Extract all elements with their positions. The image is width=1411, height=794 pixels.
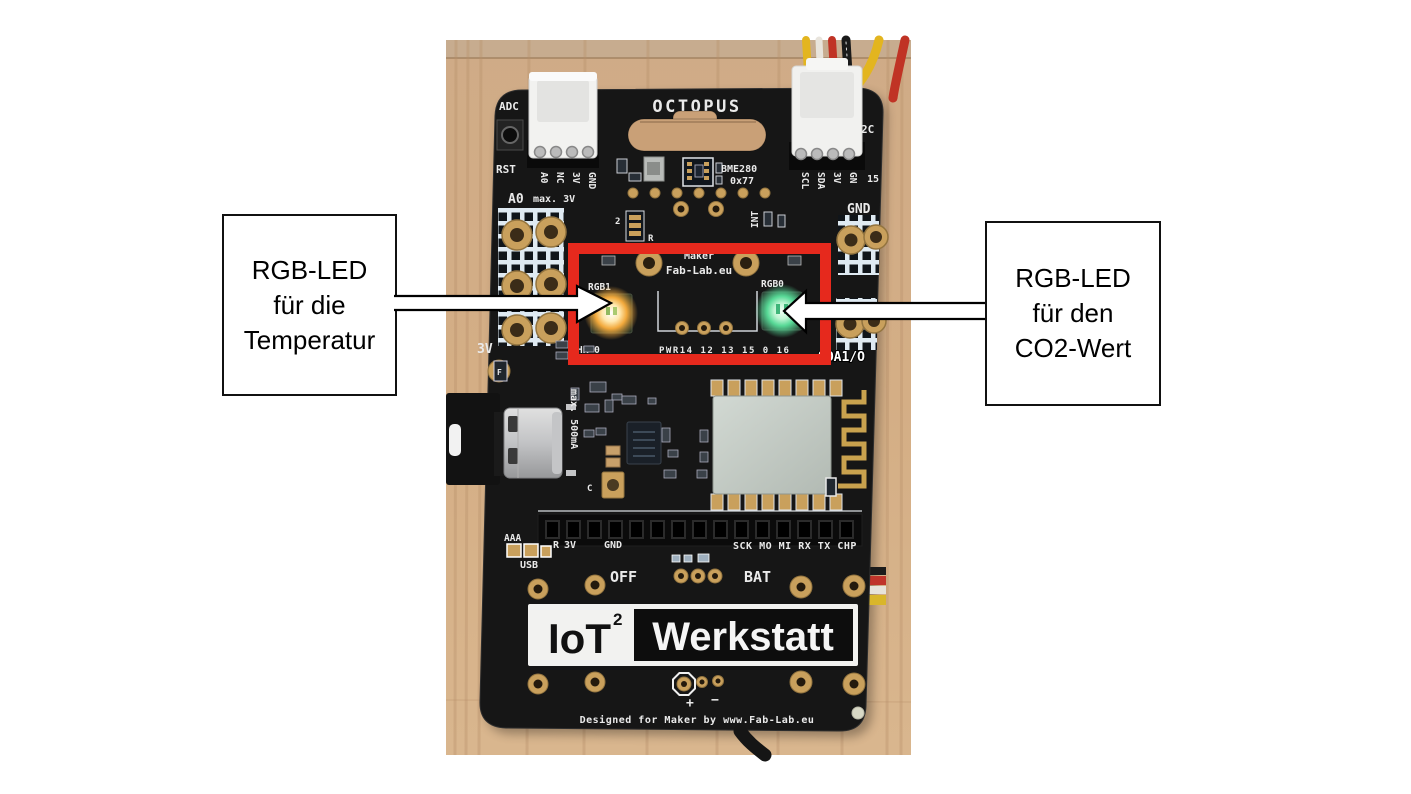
silk-rgb0: RGB0 [761,279,784,290]
3v-pad [487,359,511,383]
callout-temperature: RGB-LED für die Temperatur [222,214,397,396]
center-pads [601,249,802,335]
callout-co2: RGB-LED für den CO2-Wert [985,221,1161,406]
silk-max-current: max. 500mA [568,389,579,449]
gnd-pad-field [835,215,889,350]
silk-int: INT [750,211,761,228]
sensor-components [616,156,723,187]
silk-a0-max: max. 3V [533,194,575,205]
silk-bme280: BME280 [721,164,757,175]
silk-usb: USB [520,560,538,571]
mounting-pads-bottom [527,670,866,720]
callout-line: RGB-LED [1015,263,1131,293]
power-select-pads [673,568,723,584]
fuse-component [493,360,508,382]
silk-3v-left: 3V [477,342,493,357]
silk-gnd-bottom: GND [604,540,622,551]
octopus-pcb: ADC RST A0 NC 3V GND [446,35,910,762]
i2c-connector [789,58,865,170]
silk-aaa: AAA [504,533,521,544]
svg-text:GN: GN [847,172,858,184]
silk-gpio-row: PWR14 12 13 15 0 16 [659,346,790,356]
callout-line: CO2-Wert [1014,333,1132,363]
svg-text:SDA: SDA [815,172,826,189]
pad-rings [673,201,724,217]
silk-bat: BAT [744,568,771,586]
logo-exponent: 2 [613,610,622,629]
passives-left [555,340,623,401]
callout-line: für die [273,289,346,320]
svg-text:A0: A0 [538,172,549,184]
board-footer: Designed for Maker by www.Fab-Lab.eu [580,714,815,726]
callout-line: für den [1032,298,1114,328]
via-row [627,187,771,199]
adc-connector [527,72,599,168]
gold-pad-square [601,471,625,499]
svg-text:GND: GND [586,172,597,189]
silk-spi-row: SCK MO MI RX TX CHP [733,541,857,552]
red-highlight-box [568,243,831,365]
svg-text:SCL: SCL [799,172,810,189]
svg-text:3V: 3V [570,172,581,184]
logo-werkstatt: Werkstatt [652,615,834,659]
silk-jumper-r: R [648,234,654,244]
silk-fuse: F [497,368,502,377]
wood-desk [445,39,912,756]
silk-3v-bottom: 3V [564,540,576,551]
logo-iot: IoT [548,615,611,662]
wifi-antenna-trace [838,390,867,489]
reset-button [496,119,524,151]
esp-metal-shield [712,395,832,495]
silk-r: R [553,540,560,551]
pin-header [537,510,863,547]
silk-gnd-top: GND [847,202,871,217]
silk-off: OFF [610,568,637,586]
led-rgb0-co2 [755,284,809,338]
switch-pads [671,553,710,563]
silk-c: C [587,484,592,494]
a0-pad-field [498,208,567,346]
i2c-wires-top [802,35,910,103]
jumper-pads [625,210,645,242]
silk-bme280-addr: 0x77 [730,176,754,187]
silk-fablab: Fab-Lab.eu [666,264,732,277]
usb-cable-plug [446,393,508,485]
iot2-werkstatt-logo [528,604,858,666]
micro-usb-connector [503,404,576,479]
arrow-temperature [394,284,614,324]
adc-connector-pin-labels: A0 NC 3V GND [538,172,597,189]
silk-adc: ADC [499,100,519,113]
bottom-cable [733,724,772,762]
middle-components [583,395,709,479]
mounting-pads-mid [527,574,866,600]
silk-pin15: 15 [867,174,879,185]
silk-i2c: 2C [861,123,874,136]
silk-hr0: HR 0 [577,345,600,356]
arrow-co2 [782,288,985,335]
board-title: OCTOPUS [652,97,741,117]
esp8266-module [710,379,867,511]
i2c-connector-pin-labels: SCL SDA 3V GN [799,172,858,189]
i2c-cable-side [865,567,886,605]
silk-plus: + [686,696,694,711]
svg-text:NC: NC [554,172,565,184]
silk-rst: RST [496,163,516,176]
svg-text:3V: 3V [831,172,842,184]
battery-pads [506,543,552,558]
small-parts-int [763,211,786,228]
silk-jumper-2: 2 [615,217,620,227]
usb-uart-chip [626,421,662,465]
callout-line: RGB-LED [251,254,368,285]
capacitors [605,445,621,468]
silk-sda-io: SDA1/O [818,350,865,365]
silk-a0: A0 [508,192,524,207]
silk-rgb1: RGB1 [588,282,611,293]
callout-line: Temperatur [243,324,376,355]
led-rgb1-temperature [584,286,638,340]
board-slot-cutout [627,110,767,152]
board-shadow [485,93,888,738]
silk-maker: Maker [684,251,714,262]
silk-minus: − [711,693,719,708]
